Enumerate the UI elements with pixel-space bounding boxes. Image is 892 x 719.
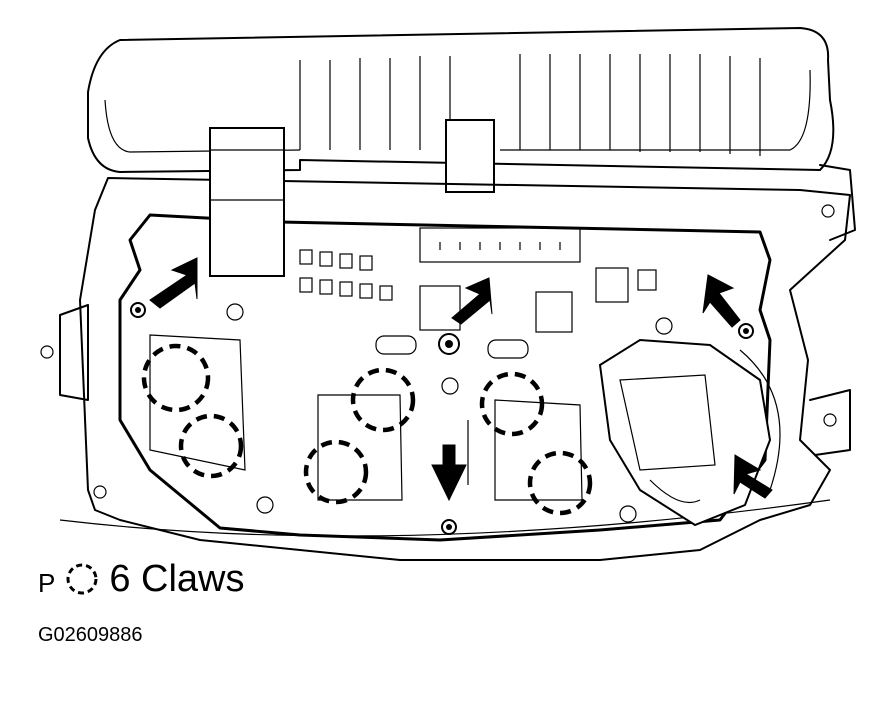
- legend: P 6 Claws: [38, 548, 245, 598]
- legend-label: 6 Claws: [109, 558, 245, 600]
- arrow-icons: [149, 257, 773, 502]
- circuit-board: [118, 127, 772, 542]
- upper-housing: [87, 27, 835, 193]
- legend-letter: P: [38, 568, 56, 598]
- claw-markers: [141, 343, 593, 516]
- connector-housing: [598, 338, 781, 527]
- figure-code: G02609886: [38, 624, 143, 646]
- dashed-circle-icon: [66, 563, 98, 595]
